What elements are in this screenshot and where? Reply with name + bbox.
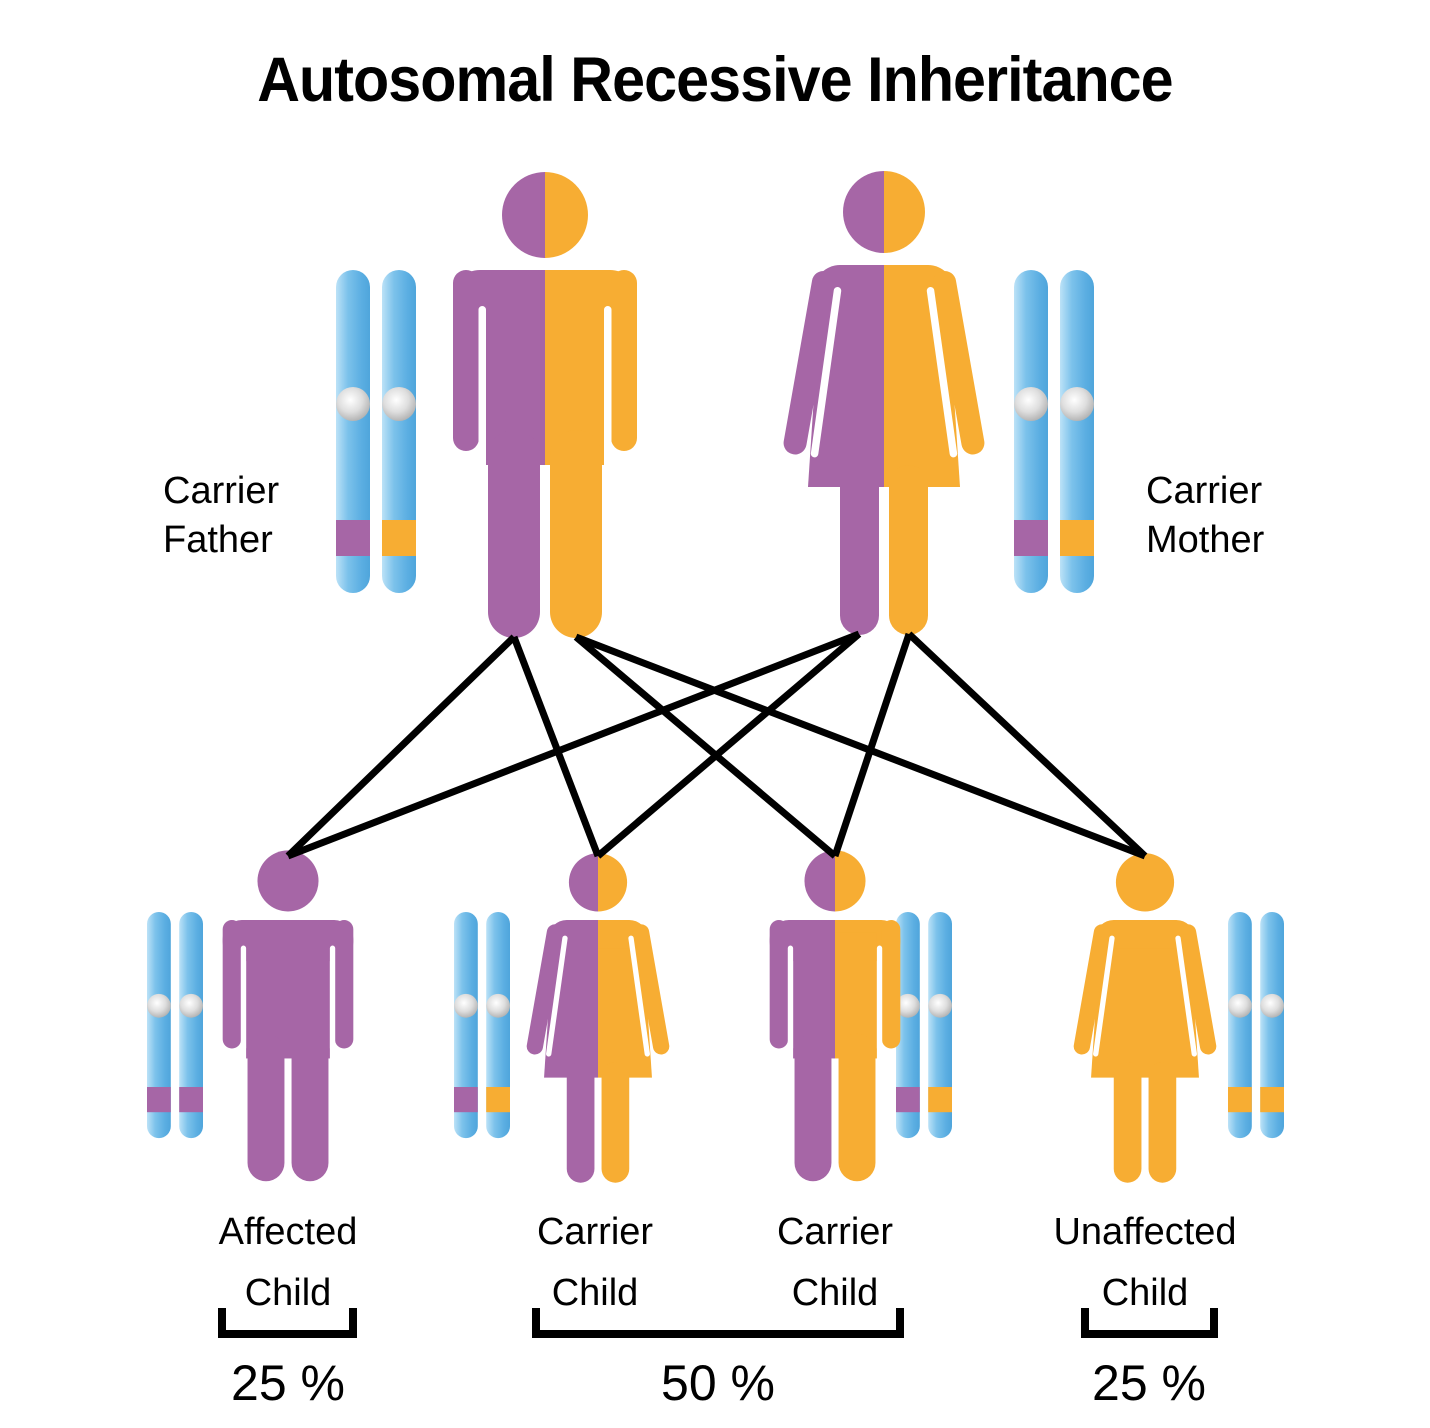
carrier-father-label: Carrier Father — [163, 467, 279, 565]
inheritance-line — [573, 634, 838, 859]
father-chromosome-pair — [336, 270, 416, 593]
band — [454, 1087, 478, 1113]
carrier-child1-figure — [525, 853, 671, 1183]
inheritance-line — [285, 634, 517, 859]
diagram-title: Autosomal Recessive Inheritance — [257, 45, 1173, 115]
band — [928, 1087, 952, 1113]
bracket-unaffected — [1081, 1308, 1218, 1338]
carrier-child2-chromosome-pair — [896, 912, 952, 1138]
father-normal-band — [382, 520, 416, 556]
carrier-child1-label: Carrier Child — [536, 1211, 654, 1314]
band — [896, 1087, 920, 1113]
carrier-mother-label-line1: Carrier — [1146, 470, 1263, 512]
carrier-child1-chromosome-pair — [454, 912, 510, 1138]
inheritance-line — [831, 632, 913, 858]
inheritance-line — [510, 635, 602, 858]
affected-child-figure — [222, 850, 354, 1182]
band — [1260, 1087, 1284, 1113]
inheritance-lines — [285, 630, 1148, 860]
band — [179, 1087, 203, 1113]
inheritance-line — [906, 631, 1148, 859]
probability-unaffected: 25 % — [1092, 1355, 1206, 1411]
carrier-child2-label: Carrier Child — [776, 1211, 894, 1314]
bracket-carriers — [532, 1308, 904, 1338]
unaffected-child-figure — [1072, 853, 1218, 1183]
probability-affected: 25 % — [231, 1355, 345, 1411]
mother-normal-band — [1060, 520, 1094, 556]
carrier-father-label-line1: Carrier — [163, 470, 280, 512]
probability-carriers: 50 % — [661, 1355, 775, 1411]
carrier-child2-figure — [769, 850, 901, 1182]
inheritance-line — [286, 630, 861, 860]
carrier-mother-label-line2: Mother — [1146, 519, 1265, 561]
unaffected-child-label: Unaffected Child — [1053, 1211, 1237, 1314]
mother-affected-band — [1014, 520, 1048, 556]
carrier-mother-label: Carrier Mother — [1146, 467, 1264, 565]
inheritance-line — [595, 631, 862, 859]
mother-chromosome-pair — [1014, 270, 1094, 593]
father-affected-band — [336, 520, 370, 556]
band — [1228, 1087, 1252, 1113]
inheritance-line — [574, 633, 1147, 860]
affected-child-label: Affected Child — [218, 1211, 358, 1314]
band — [147, 1087, 171, 1113]
carrier-mother-figure — [781, 171, 987, 635]
affected-child-chromosome-pair — [147, 912, 203, 1138]
band — [486, 1087, 510, 1113]
unaffected-child-chromosome-pair — [1228, 912, 1284, 1138]
carrier-father-figure — [453, 172, 637, 638]
carrier-father-label-line2: Father — [163, 519, 273, 561]
probability-brackets — [218, 1308, 1218, 1338]
bracket-affected — [218, 1308, 357, 1338]
